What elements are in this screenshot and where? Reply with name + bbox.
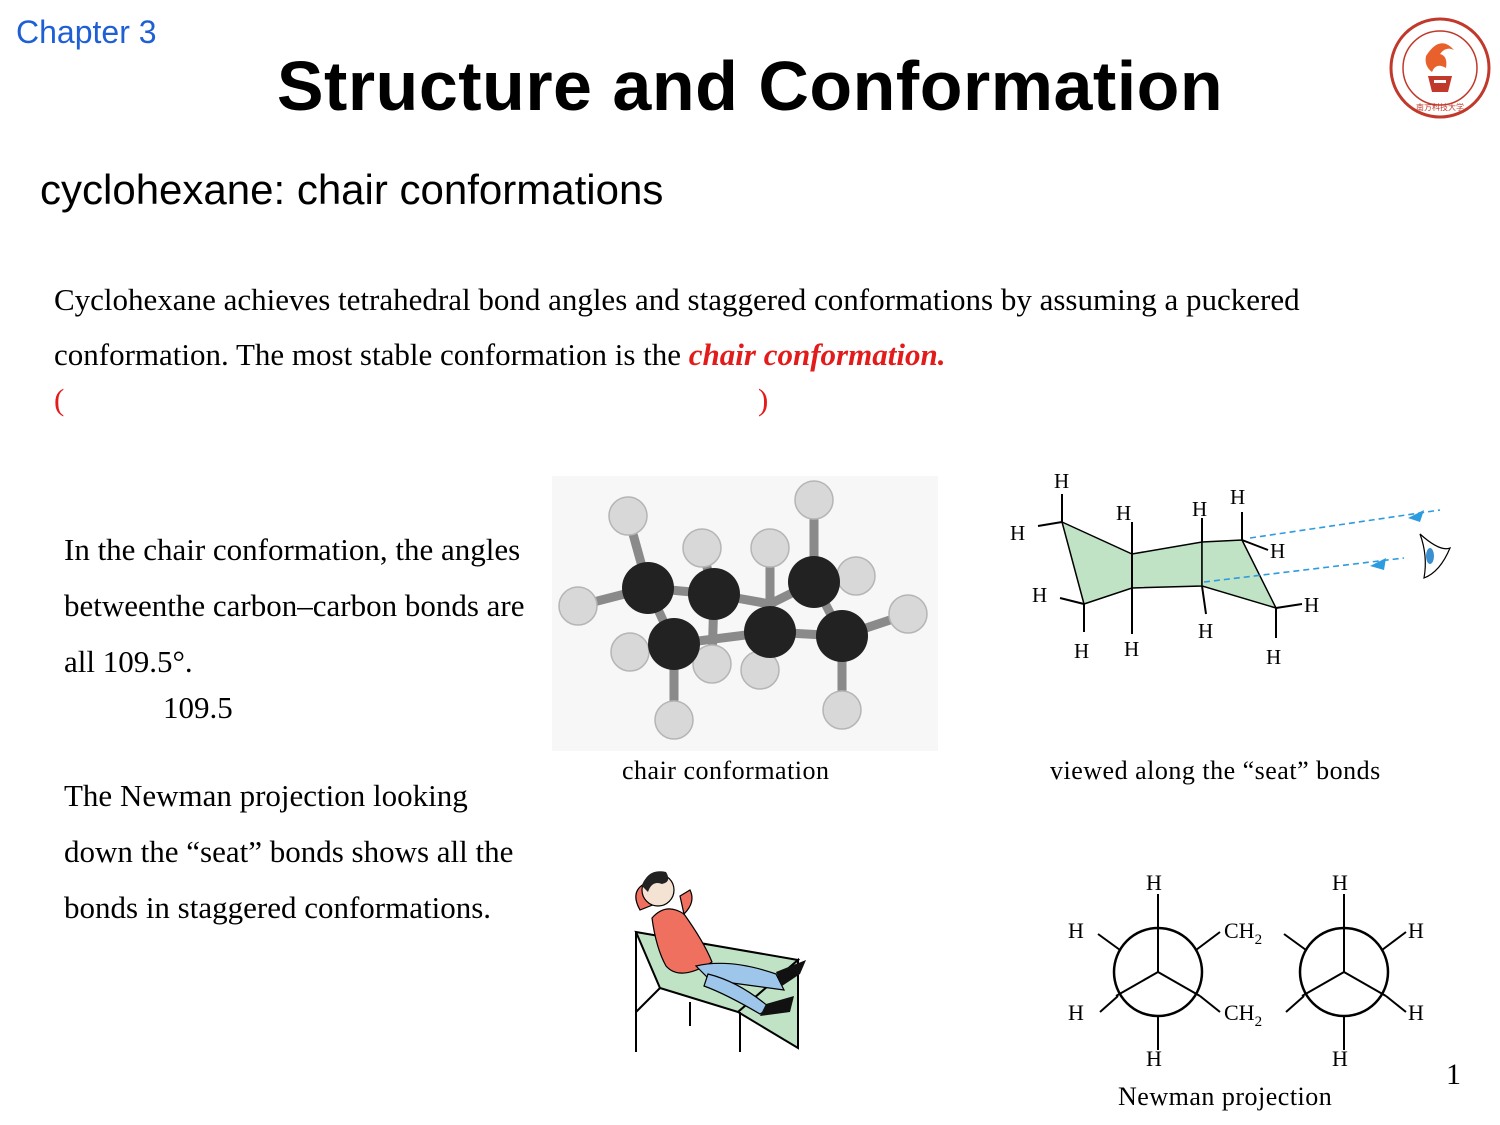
newman-projection-diagram: H H H H H H H H CH2 CH2 [1068, 870, 1424, 1071]
paren-open: ( [54, 382, 65, 417]
seat-bond-diagram: H H H H H H H H H H H H [1010, 469, 1452, 669]
h-label: H [1408, 1000, 1424, 1025]
chair-angle-paragraph: In the chair conformation, the angles be… [64, 532, 525, 679]
seat-caption: viewed along the “seat” bonds [1050, 756, 1381, 785]
page-number: 1 [1446, 1058, 1461, 1091]
paren-close: ) [758, 382, 769, 417]
newman-caption: Newman projection [1118, 1082, 1333, 1111]
chair-emphasis: chair conformation. [688, 337, 946, 372]
h-label: H [1270, 539, 1285, 563]
h-label: H [1304, 593, 1319, 617]
h-label: H [1068, 918, 1084, 943]
chair-ball-stick-model [552, 476, 938, 751]
h-label: H [1192, 497, 1207, 521]
chapter-label: Chapter 3 [16, 14, 157, 50]
h-label: H [1124, 637, 1139, 661]
intro-paragraph: Cyclohexane achieves tetrahedral bond an… [54, 272, 1414, 382]
h-label: H [1054, 469, 1069, 493]
h-label: H [1230, 485, 1245, 509]
slide-title: Structure and Conformation [276, 47, 1224, 125]
h-label: H [1408, 918, 1424, 943]
angle-value: 109.5 [163, 690, 233, 725]
section-subtitle: cyclohexane: chair conformations [40, 166, 664, 213]
h-label: H [1146, 870, 1162, 895]
h-label: H [1332, 1046, 1348, 1071]
ch2-label: CH2 [1224, 1000, 1262, 1030]
h-label: H [1266, 645, 1281, 669]
h-label: H [1010, 521, 1025, 545]
h-label: H [1116, 501, 1131, 525]
chair-caption: chair conformation [622, 756, 830, 785]
h-label: H [1332, 870, 1348, 895]
newman-paragraph: The Newman projection looking down the “… [64, 778, 514, 925]
logo-bottom-text: 南方科技大学 [1416, 102, 1464, 112]
reclining-person-illustration [634, 871, 806, 1052]
h-label: H [1032, 583, 1047, 607]
h-label: H [1068, 1000, 1084, 1025]
h-label: H [1198, 619, 1213, 643]
ch2-label: CH2 [1224, 918, 1262, 948]
intro-text: Cyclohexane achieves tetrahedral bond an… [54, 282, 1300, 372]
university-seal-icon: 南方科技大学 [1389, 17, 1491, 119]
h-label: H [1074, 639, 1089, 663]
h-label: H [1146, 1046, 1162, 1071]
